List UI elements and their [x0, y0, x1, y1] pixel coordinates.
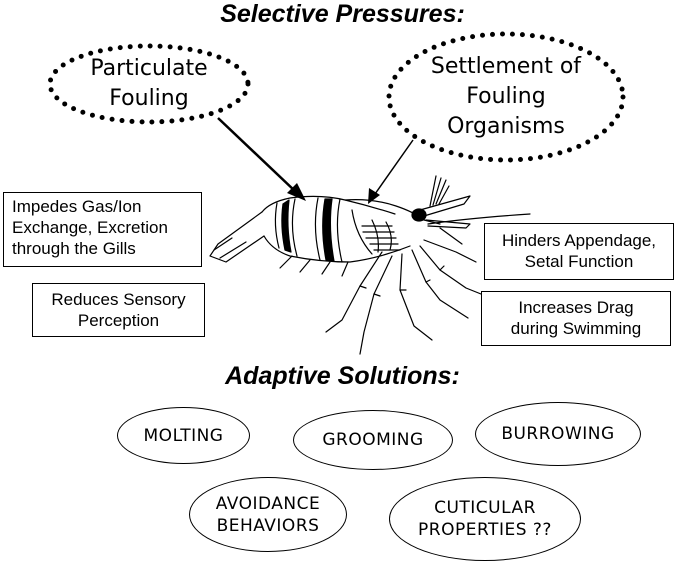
effect-swimming-drag: Increases Drag during Swimming — [481, 291, 671, 346]
solution-burrowing: BURROWING — [475, 402, 641, 466]
solution-grooming: GROOMING — [293, 410, 453, 470]
pressure-particulate-fouling: Particulate Fouling — [46, 42, 252, 126]
effect-appendage-setal-function: Hinders Appendage, Setal Function — [484, 223, 674, 280]
dotted-oval-outline — [47, 43, 251, 125]
selective-pressures-heading: Selective Pressures: — [220, 0, 465, 28]
solution-molting: MOLTING — [117, 407, 250, 464]
dotted-oval-outline — [386, 31, 626, 163]
adaptive-solutions-heading: Adaptive Solutions: — [225, 362, 460, 390]
effect-sensory-perception: Reduces Sensory Perception — [32, 283, 205, 337]
solution-avoidance-behaviors: AVOIDANCE BEHAVIORS — [189, 477, 347, 552]
arrow-particulate — [217, 117, 306, 201]
shrimp-illustration — [209, 175, 531, 355]
pressure-settlement-of-fouling-organisms: Settlement of Fouling Organisms — [385, 30, 627, 164]
pressure-label: Settlement of Fouling Organisms — [430, 54, 582, 139]
effect-gas-ion-exchange: Impedes Gas/Ion Exchange, Excretion thro… — [3, 192, 202, 267]
pressure-label: Particulate Fouling — [90, 56, 208, 111]
solution-cuticular-properties: CUTICULAR PROPERTIES ?? — [389, 477, 581, 561]
